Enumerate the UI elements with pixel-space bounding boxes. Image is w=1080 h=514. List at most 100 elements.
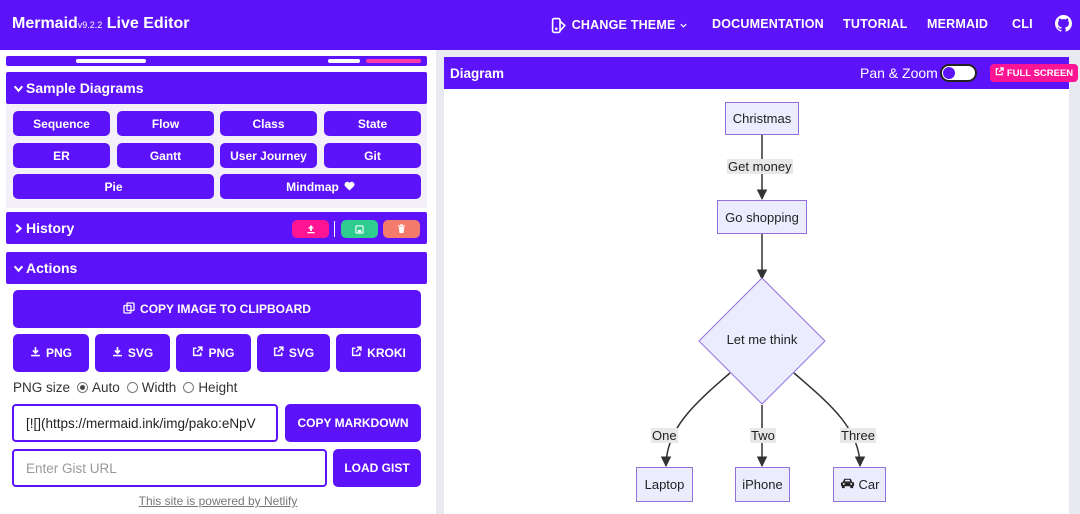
history-title: History xyxy=(26,220,75,236)
chevron-down-icon xyxy=(13,261,24,277)
open-kroki-label: KROKI xyxy=(367,346,406,360)
pan-zoom-toggle[interactable] xyxy=(940,64,977,82)
decision-node-shape xyxy=(698,277,826,405)
edge-label-get-money: Get money xyxy=(727,159,793,174)
upload-icon xyxy=(306,221,316,237)
left-panel: Sample Diagrams Sequence Flow Class Stat… xyxy=(0,50,436,514)
full-screen-button[interactable]: FULL SCREEN xyxy=(990,64,1078,82)
sample-er-button[interactable]: ER xyxy=(13,143,110,168)
nav-mermaid[interactable]: MERMAID xyxy=(927,17,989,31)
copy-icon xyxy=(123,301,135,317)
copy-markdown-button[interactable]: COPY MARKDOWN xyxy=(285,404,421,442)
edge-label-one: One xyxy=(651,428,678,443)
sample-class-button[interactable]: Class xyxy=(220,111,317,136)
png-size-width-label: Width xyxy=(141,380,177,395)
flowchart-edges xyxy=(660,135,866,468)
actions-title: Actions xyxy=(26,260,78,276)
sample-mindmap-button[interactable]: Mindmap xyxy=(220,174,421,199)
node-go-shopping[interactable]: Go shopping xyxy=(717,200,807,234)
chevron-right-icon xyxy=(13,221,24,237)
sample-gantt-button[interactable]: Gantt xyxy=(117,143,214,168)
history-header[interactable]: History xyxy=(6,212,427,244)
png-size-auto-radio[interactable] xyxy=(77,382,89,393)
edge-label-two: Two xyxy=(750,428,776,443)
external-link-icon xyxy=(192,346,204,360)
download-png-label: PNG xyxy=(45,346,72,360)
car-icon xyxy=(840,477,855,492)
history-delete-button[interactable] xyxy=(383,220,420,238)
node-let-me-think[interactable]: Let me think xyxy=(726,332,798,347)
save-icon xyxy=(355,221,364,237)
download-png-button[interactable]: PNG xyxy=(13,334,89,372)
png-size-width-radio[interactable] xyxy=(126,382,138,393)
download-icon xyxy=(112,346,123,360)
copy-image-button[interactable]: COPY IMAGE TO CLIPBOARD xyxy=(13,290,421,328)
open-svg-button[interactable]: SVG xyxy=(257,334,330,372)
sample-mindmap-label: Mindmap xyxy=(286,179,339,194)
tab-indicator xyxy=(76,59,146,63)
diagram-header: Diagram Pan & Zoom FULL SCREEN xyxy=(444,57,1078,89)
sample-git-button[interactable]: Git xyxy=(324,143,421,168)
nav-cli[interactable]: CLI xyxy=(1012,17,1033,31)
sample-user-journey-button[interactable]: User Journey xyxy=(220,143,317,168)
brand-name: Mermaid xyxy=(12,15,78,32)
sample-state-button[interactable]: State xyxy=(324,111,421,136)
diagram-panel: Diagram Pan & Zoom FULL SCREEN Christmas… xyxy=(436,50,1080,514)
download-svg-label: SVG xyxy=(127,346,154,360)
history-divider xyxy=(334,221,335,237)
download-icon xyxy=(30,346,41,360)
sample-flow-button[interactable]: Flow xyxy=(117,111,214,136)
sample-sequence-button[interactable]: Sequence xyxy=(13,111,110,136)
png-size-height-radio[interactable] xyxy=(183,382,195,393)
markdown-field[interactable]: [![](https://mermaid.ink/img/pako:eNpV xyxy=(12,404,278,442)
png-size-auto-label: Auto xyxy=(92,380,120,395)
sample-diagrams-header[interactable]: Sample Diagrams xyxy=(6,72,427,104)
change-theme-label: CHANGE THEME xyxy=(571,17,676,32)
open-png-button[interactable]: PNG xyxy=(176,334,251,372)
top-navbar: Mermaidv9.2.2 Live Editor CHANGE THEME D… xyxy=(0,0,1080,50)
node-laptop[interactable]: Laptop xyxy=(636,467,693,502)
github-icon[interactable] xyxy=(1055,15,1073,32)
png-size-height-label: Height xyxy=(198,380,238,395)
full-screen-label: FULL SCREEN xyxy=(1006,67,1074,79)
brand-suffix: Live Editor xyxy=(106,15,190,32)
change-theme-menu[interactable]: CHANGE THEME xyxy=(551,17,688,34)
chevron-down-icon xyxy=(679,18,688,32)
node-car-label: Car xyxy=(858,477,880,492)
edge-think-car xyxy=(793,372,866,468)
external-link-icon xyxy=(995,67,1004,79)
gist-url-input[interactable]: Enter Gist URL xyxy=(12,449,327,487)
edge-think-laptop xyxy=(660,372,731,468)
diagram-title: Diagram xyxy=(450,66,505,81)
code-editor-header-collapsed[interactable] xyxy=(6,56,427,66)
node-car[interactable]: Car xyxy=(833,467,886,502)
nav-tutorial[interactable]: TUTORIAL xyxy=(843,17,908,31)
png-size-label: PNG size xyxy=(13,380,71,395)
toolbar-chip-pink xyxy=(366,59,421,63)
sample-pie-button[interactable]: Pie xyxy=(13,174,214,199)
png-size-group: PNG size Auto Width Height xyxy=(13,380,237,395)
copy-image-label: COPY IMAGE TO CLIPBOARD xyxy=(140,302,311,316)
app-brand[interactable]: Mermaidv9.2.2 Live Editor xyxy=(12,15,189,33)
node-iphone[interactable]: iPhone xyxy=(735,467,790,502)
history-upload-button[interactable] xyxy=(292,220,329,238)
trash-icon xyxy=(397,221,406,237)
actions-header[interactable]: Actions xyxy=(6,252,427,284)
download-svg-button[interactable]: SVG xyxy=(95,334,170,372)
sample-diagrams-title: Sample Diagrams xyxy=(26,80,144,96)
open-kroki-button[interactable]: KROKI xyxy=(336,334,421,372)
node-christmas[interactable]: Christmas xyxy=(725,102,799,135)
edge-label-three: Three xyxy=(840,428,876,443)
chevron-down-icon xyxy=(13,81,24,97)
history-save-button[interactable] xyxy=(341,220,378,238)
load-gist-button[interactable]: LOAD GIST xyxy=(333,449,421,487)
netlify-link[interactable]: This site is powered by Netlify xyxy=(138,494,298,508)
external-link-icon xyxy=(273,346,284,360)
external-link-icon xyxy=(351,346,362,360)
theme-icon xyxy=(551,17,568,34)
nav-documentation[interactable]: DOCUMENTATION xyxy=(712,17,824,31)
open-svg-label: SVG xyxy=(288,346,315,360)
diagram-canvas[interactable]: Christmas Get money Go shopping Let me t… xyxy=(444,89,1069,514)
pan-zoom-label: Pan & Zoom xyxy=(860,65,938,81)
heart-icon xyxy=(344,180,355,194)
